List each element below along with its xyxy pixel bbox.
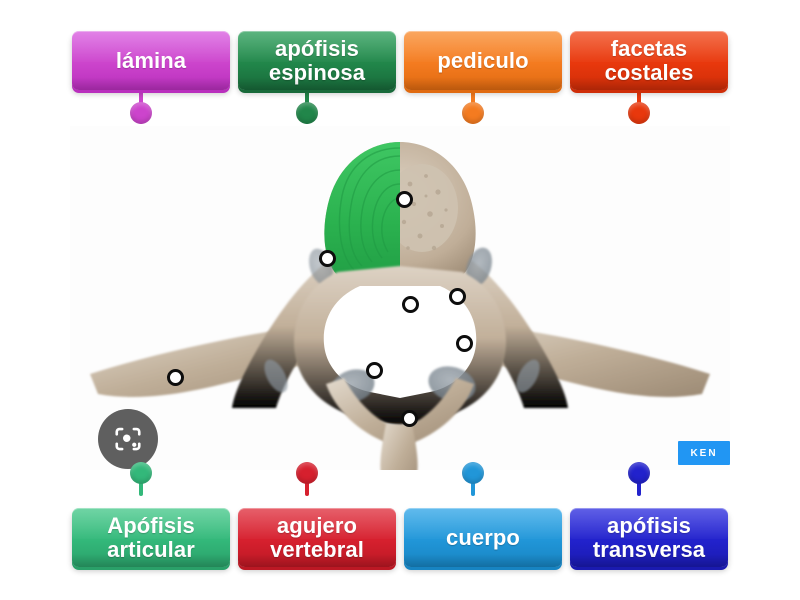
drop-target-marker-5[interactable] xyxy=(455,334,473,352)
connector-knob xyxy=(296,102,318,124)
drop-target-marker-3[interactable] xyxy=(401,295,419,313)
connector-knob xyxy=(628,102,650,124)
ken-watermark: KEN xyxy=(678,441,730,465)
label-tile-text: apófisis transversa xyxy=(592,512,706,562)
connector-knob xyxy=(130,102,152,124)
label-tile-text: agujero vertebral xyxy=(270,512,364,562)
label-tile-text: Apófisis articular xyxy=(107,512,195,562)
label-tile-lamina[interactable]: lámina xyxy=(72,31,230,90)
label-tile-pediculo[interactable]: pediculo xyxy=(404,31,562,90)
connector-pediculo xyxy=(462,90,484,124)
connector-facetas-costales xyxy=(628,90,650,124)
vertebra-illustration xyxy=(90,142,710,470)
label-tile-apofisis-espinosa[interactable]: apófisis espinosa xyxy=(238,31,396,90)
diagram-image-area xyxy=(70,126,730,470)
connector-stem xyxy=(305,90,309,124)
connector-apofisis-espinosa xyxy=(296,90,318,124)
label-tile-apofisis-articular[interactable]: Apófisis articular xyxy=(72,508,230,567)
label-tile-facetas-costales[interactable]: facetas costales xyxy=(570,31,728,90)
label-tile-text: facetas costales xyxy=(604,35,694,85)
google-lens-icon xyxy=(115,427,141,451)
drop-target-marker-1[interactable] xyxy=(395,190,413,208)
drop-target-marker-8[interactable] xyxy=(400,409,418,427)
label-tile-text: cuerpo xyxy=(446,524,520,550)
label-tile-text: pediculo xyxy=(437,47,529,73)
label-tile-text: apófisis espinosa xyxy=(268,35,366,85)
label-tile-apofisis-transversa[interactable]: apófisis transversa xyxy=(570,508,728,567)
label-tile-text: lámina xyxy=(115,47,187,73)
drop-target-marker-7[interactable] xyxy=(166,368,184,386)
connector-lamina xyxy=(130,90,152,124)
google-lens-button[interactable] xyxy=(98,409,158,469)
connector-stem xyxy=(471,90,475,124)
drop-target-marker-4[interactable] xyxy=(448,287,466,305)
drop-target-marker-6[interactable] xyxy=(365,361,383,379)
label-tile-agujero-vertebral[interactable]: agujero vertebral xyxy=(238,508,396,567)
label-tile-cuerpo[interactable]: cuerpo xyxy=(404,508,562,567)
connector-knob xyxy=(462,102,484,124)
connector-stem xyxy=(139,90,143,124)
connector-stem xyxy=(637,90,641,124)
drop-target-marker-2[interactable] xyxy=(318,249,336,267)
